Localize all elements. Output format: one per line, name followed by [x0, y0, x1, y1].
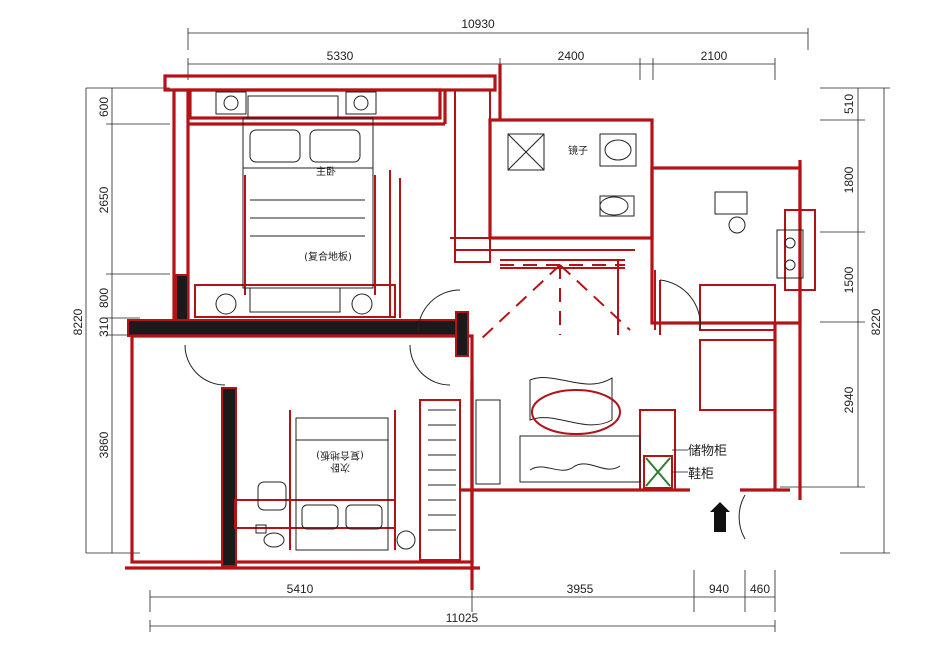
nightstand-right	[345, 91, 377, 115]
kitchen-sink	[714, 191, 748, 234]
label-storage-cabinet: 储物柜	[688, 444, 727, 459]
hall-dashed-lines	[479, 264, 631, 341]
dim-right-total: 8220	[869, 308, 883, 335]
label-second-bedroom: 次卧	[330, 461, 350, 474]
dividing-wall	[127, 319, 469, 337]
second-bed	[295, 417, 416, 551]
dim-right-segment-2: 1800	[842, 166, 856, 193]
label-master-bedroom: 主卧	[316, 165, 336, 178]
entrance-arrow-icon	[710, 502, 730, 532]
label-shoe-cabinet: 鞋柜	[688, 466, 714, 482]
washbasin	[599, 133, 637, 167]
label-mirror: 镜子	[568, 144, 588, 157]
dim-bottom-segment-3: 940	[709, 582, 729, 596]
stair-stripes	[428, 409, 456, 531]
dim-top-segment-2: 2400	[558, 49, 585, 63]
master-bed	[242, 95, 374, 289]
doors	[184, 279, 746, 540]
stove	[776, 229, 804, 279]
dim-right-segment-4: 2940	[842, 386, 856, 413]
shower	[507, 133, 545, 171]
living-sofa	[519, 377, 641, 483]
dim-left-segment-5: 3860	[97, 431, 111, 458]
dim-left-segment-3: 800	[97, 288, 111, 308]
shoe-cabinet	[643, 455, 673, 489]
exterior-walls	[125, 64, 816, 590]
dim-bottom-total: 11025	[446, 611, 479, 625]
dim-left-segment-1: 600	[97, 97, 111, 117]
left-dimension-lines	[85, 87, 170, 554]
label-master-floor: (复合地板)	[304, 250, 352, 263]
dim-right-segment-3: 1500	[842, 266, 856, 293]
dim-top-segment-3: 2100	[701, 49, 728, 63]
toilet	[599, 195, 635, 217]
desk-chair	[255, 481, 287, 548]
right-dimension-lines	[780, 87, 890, 554]
dim-left-segment-4: 310	[97, 317, 111, 337]
dim-bottom-segment-1: 5410	[287, 582, 314, 596]
dim-right-segment-1: 510	[842, 94, 856, 114]
nightstand-left	[215, 91, 247, 115]
tv-cabinet	[475, 399, 501, 485]
dim-bottom-segment-2: 3955	[567, 582, 594, 596]
master-wardrobe	[215, 287, 373, 315]
dim-top-total: 10930	[461, 17, 495, 31]
dim-top-segment-1: 5330	[327, 49, 354, 63]
dim-bottom-segment-4: 460	[750, 582, 770, 596]
dim-left-total: 8220	[71, 308, 85, 335]
label-second-floor: (复合地板)	[316, 449, 364, 462]
interior-walls	[194, 89, 776, 561]
dim-left-segment-2: 2650	[97, 186, 111, 213]
